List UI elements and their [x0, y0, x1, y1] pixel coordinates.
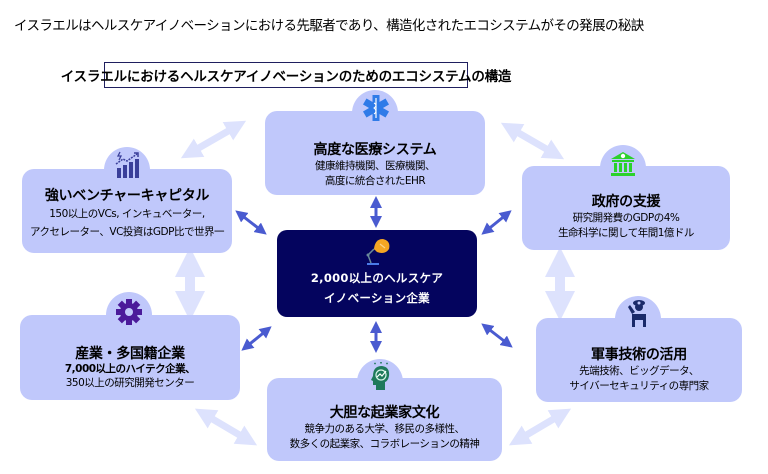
- pillar-desc-line2: アクセレーター、VC投資はGDP比で世界一: [30, 226, 224, 238]
- pillar-desc-line1: 競争力のある大学、移民の多様性、: [304, 423, 466, 435]
- pillar-desc-line1: 先端技術、ビッグデータ、: [579, 365, 699, 377]
- pillar-desc-line1: 7,000以上のハイテク企業、: [64, 363, 196, 375]
- pillar-title: 軍事技術の活用: [591, 347, 687, 363]
- ring-arrow-industry-culture: [194, 408, 258, 446]
- pillar-venture-capital: 強いベンチャーキャピタル 150以上のVCs, インキュベーター, アクセレータ…: [22, 169, 232, 253]
- pillar-desc-line1: 健康維持機関、医療機関、: [315, 160, 436, 172]
- spoke-arrow-venture: [235, 210, 267, 235]
- government-bank-icon: [611, 152, 635, 176]
- spoke-arrow-industry: [241, 326, 272, 351]
- ring-arrow-venture-medical: [180, 120, 247, 159]
- pillar-industry-multinationals: 産業・多国籍企業 7,000以上のハイテク企業、 350以上の研究開発センター: [20, 315, 240, 400]
- pillar-desc-line2: 生命科学に関して年間1億ドル: [558, 227, 694, 239]
- headline: イスラエルはヘルスケアイノベーションにおける先駆者であり、構造化されたエコシステ…: [14, 18, 644, 34]
- entrepreneur-mind-icon: [371, 362, 390, 390]
- pillar-title: 大胆な起業家文化: [329, 405, 440, 421]
- spoke-arrow-government: [481, 210, 512, 235]
- desk-lamp-icon: [366, 239, 390, 265]
- pillar-title: 政府の支援: [591, 194, 661, 210]
- diagram-subtitle-text: イスラエルにおけるヘルスケアイノベーションのためのエコシステムの構造: [60, 69, 512, 85]
- gear-icon: [116, 299, 142, 325]
- pillar-title: 産業・多国籍企業: [75, 346, 185, 362]
- pillar-desc-line2: サイバーセキュリティの専門家: [569, 380, 709, 392]
- pillar-desc-line1: 150以上のVCs, インキュベーター,: [49, 208, 205, 220]
- growth-chart-icon: [115, 151, 139, 178]
- pillar-desc-line2: 数多くの起業家、コラボレーションの精神: [289, 438, 480, 450]
- pillar-desc-line2: 350以上の研究開発センター: [65, 377, 195, 389]
- pillar-desc-line2: 高度に統合されたEHR: [324, 175, 426, 187]
- center-line2: イノベーション企業: [324, 291, 430, 305]
- pillar-medical-system: 高度な医療システム 健康維持機関、医療機関、 高度に統合されたEHR: [265, 111, 485, 195]
- pillar-entrepreneurial-culture: 大胆な起業家文化 競争力のある大学、移民の多様性、 数多くの起業家、コラボレーシ…: [267, 378, 502, 461]
- star-of-life-icon: [362, 95, 390, 121]
- diagram-subtitle: イスラエルにおけるヘルスケアイノベーションのためのエコシステムの構造: [61, 62, 511, 88]
- pillar-desc-line1: 研究開発費のGDPの4%: [572, 212, 680, 224]
- spoke-arrow-military: [481, 323, 513, 348]
- ring-arrow-medical-government: [500, 122, 565, 160]
- soldier-icon: [628, 300, 646, 327]
- ring-arrow-culture-military: [508, 408, 572, 446]
- pillar-title: 高度な医療システム: [313, 142, 437, 158]
- center-line1: 2,000以上のヘルスケア: [310, 271, 444, 285]
- pillar-military-tech: 軍事技術の活用 先端技術、ビッグデータ、 サイバーセキュリティの専門家: [536, 318, 742, 402]
- center-hub: 2,000以上のヘルスケア イノベーション企業: [277, 230, 477, 317]
- pillar-government-support: 政府の支援 研究開発費のGDPの4% 生命科学に関して年間1億ドル: [522, 166, 730, 250]
- pillar-title: 強いベンチャーキャピタル: [44, 188, 210, 204]
